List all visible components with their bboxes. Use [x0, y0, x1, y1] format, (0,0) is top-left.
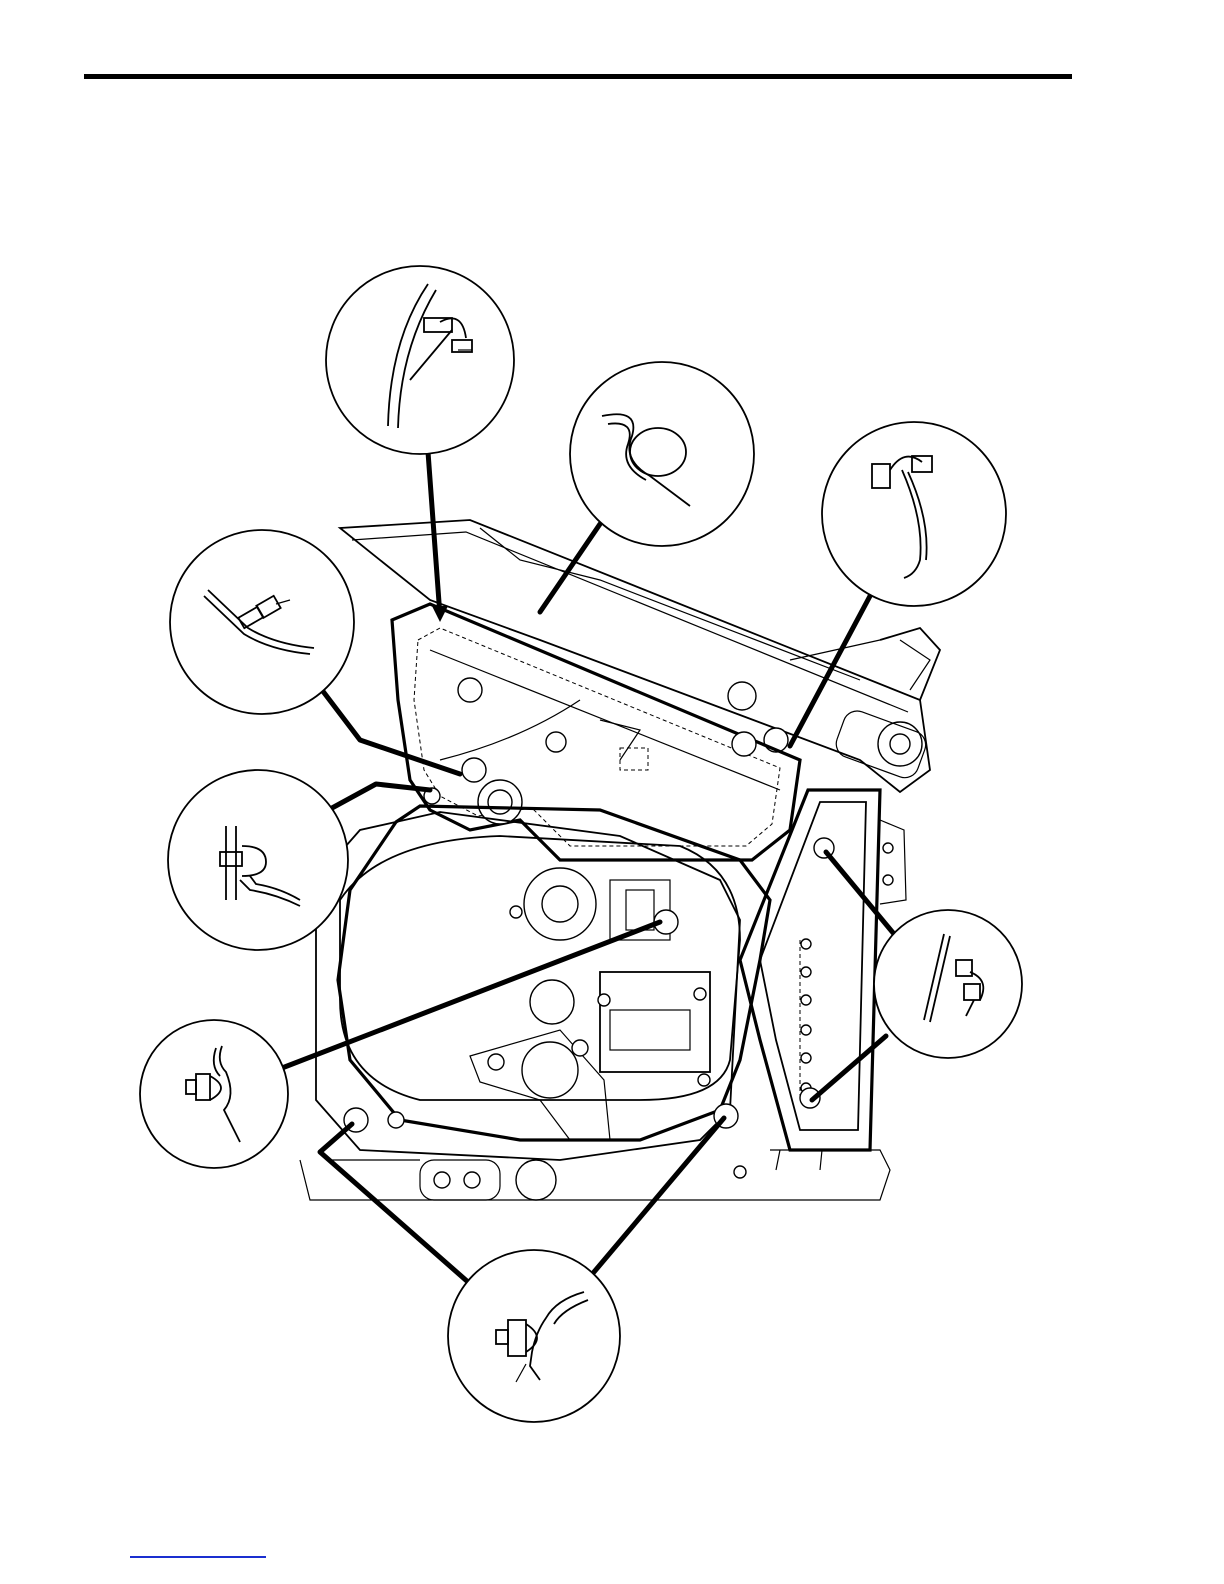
leader-bottom-clip-a [320, 1124, 468, 1282]
callout-left-middle-clip [168, 770, 348, 950]
callout-spring-hook [570, 362, 754, 546]
callout-left-upper-clip [170, 530, 354, 714]
callout-right-top-clip [822, 422, 1006, 606]
callout-left-lower-clip [140, 1020, 288, 1168]
leader-right-top-clip [790, 596, 870, 746]
callout-right-side-clip [874, 910, 1022, 1058]
leader-right-side-clip-a [826, 852, 894, 934]
seat-frame-drawing [300, 520, 940, 1200]
leader-left-middle-clip [332, 784, 430, 808]
leader-left-upper-clip [322, 690, 460, 774]
footer-link-underline[interactable] [130, 1556, 266, 1558]
leader-right-side-clip-b [812, 1036, 886, 1100]
callout-top-clip [326, 266, 514, 454]
callout-bottom-clip [448, 1250, 620, 1422]
